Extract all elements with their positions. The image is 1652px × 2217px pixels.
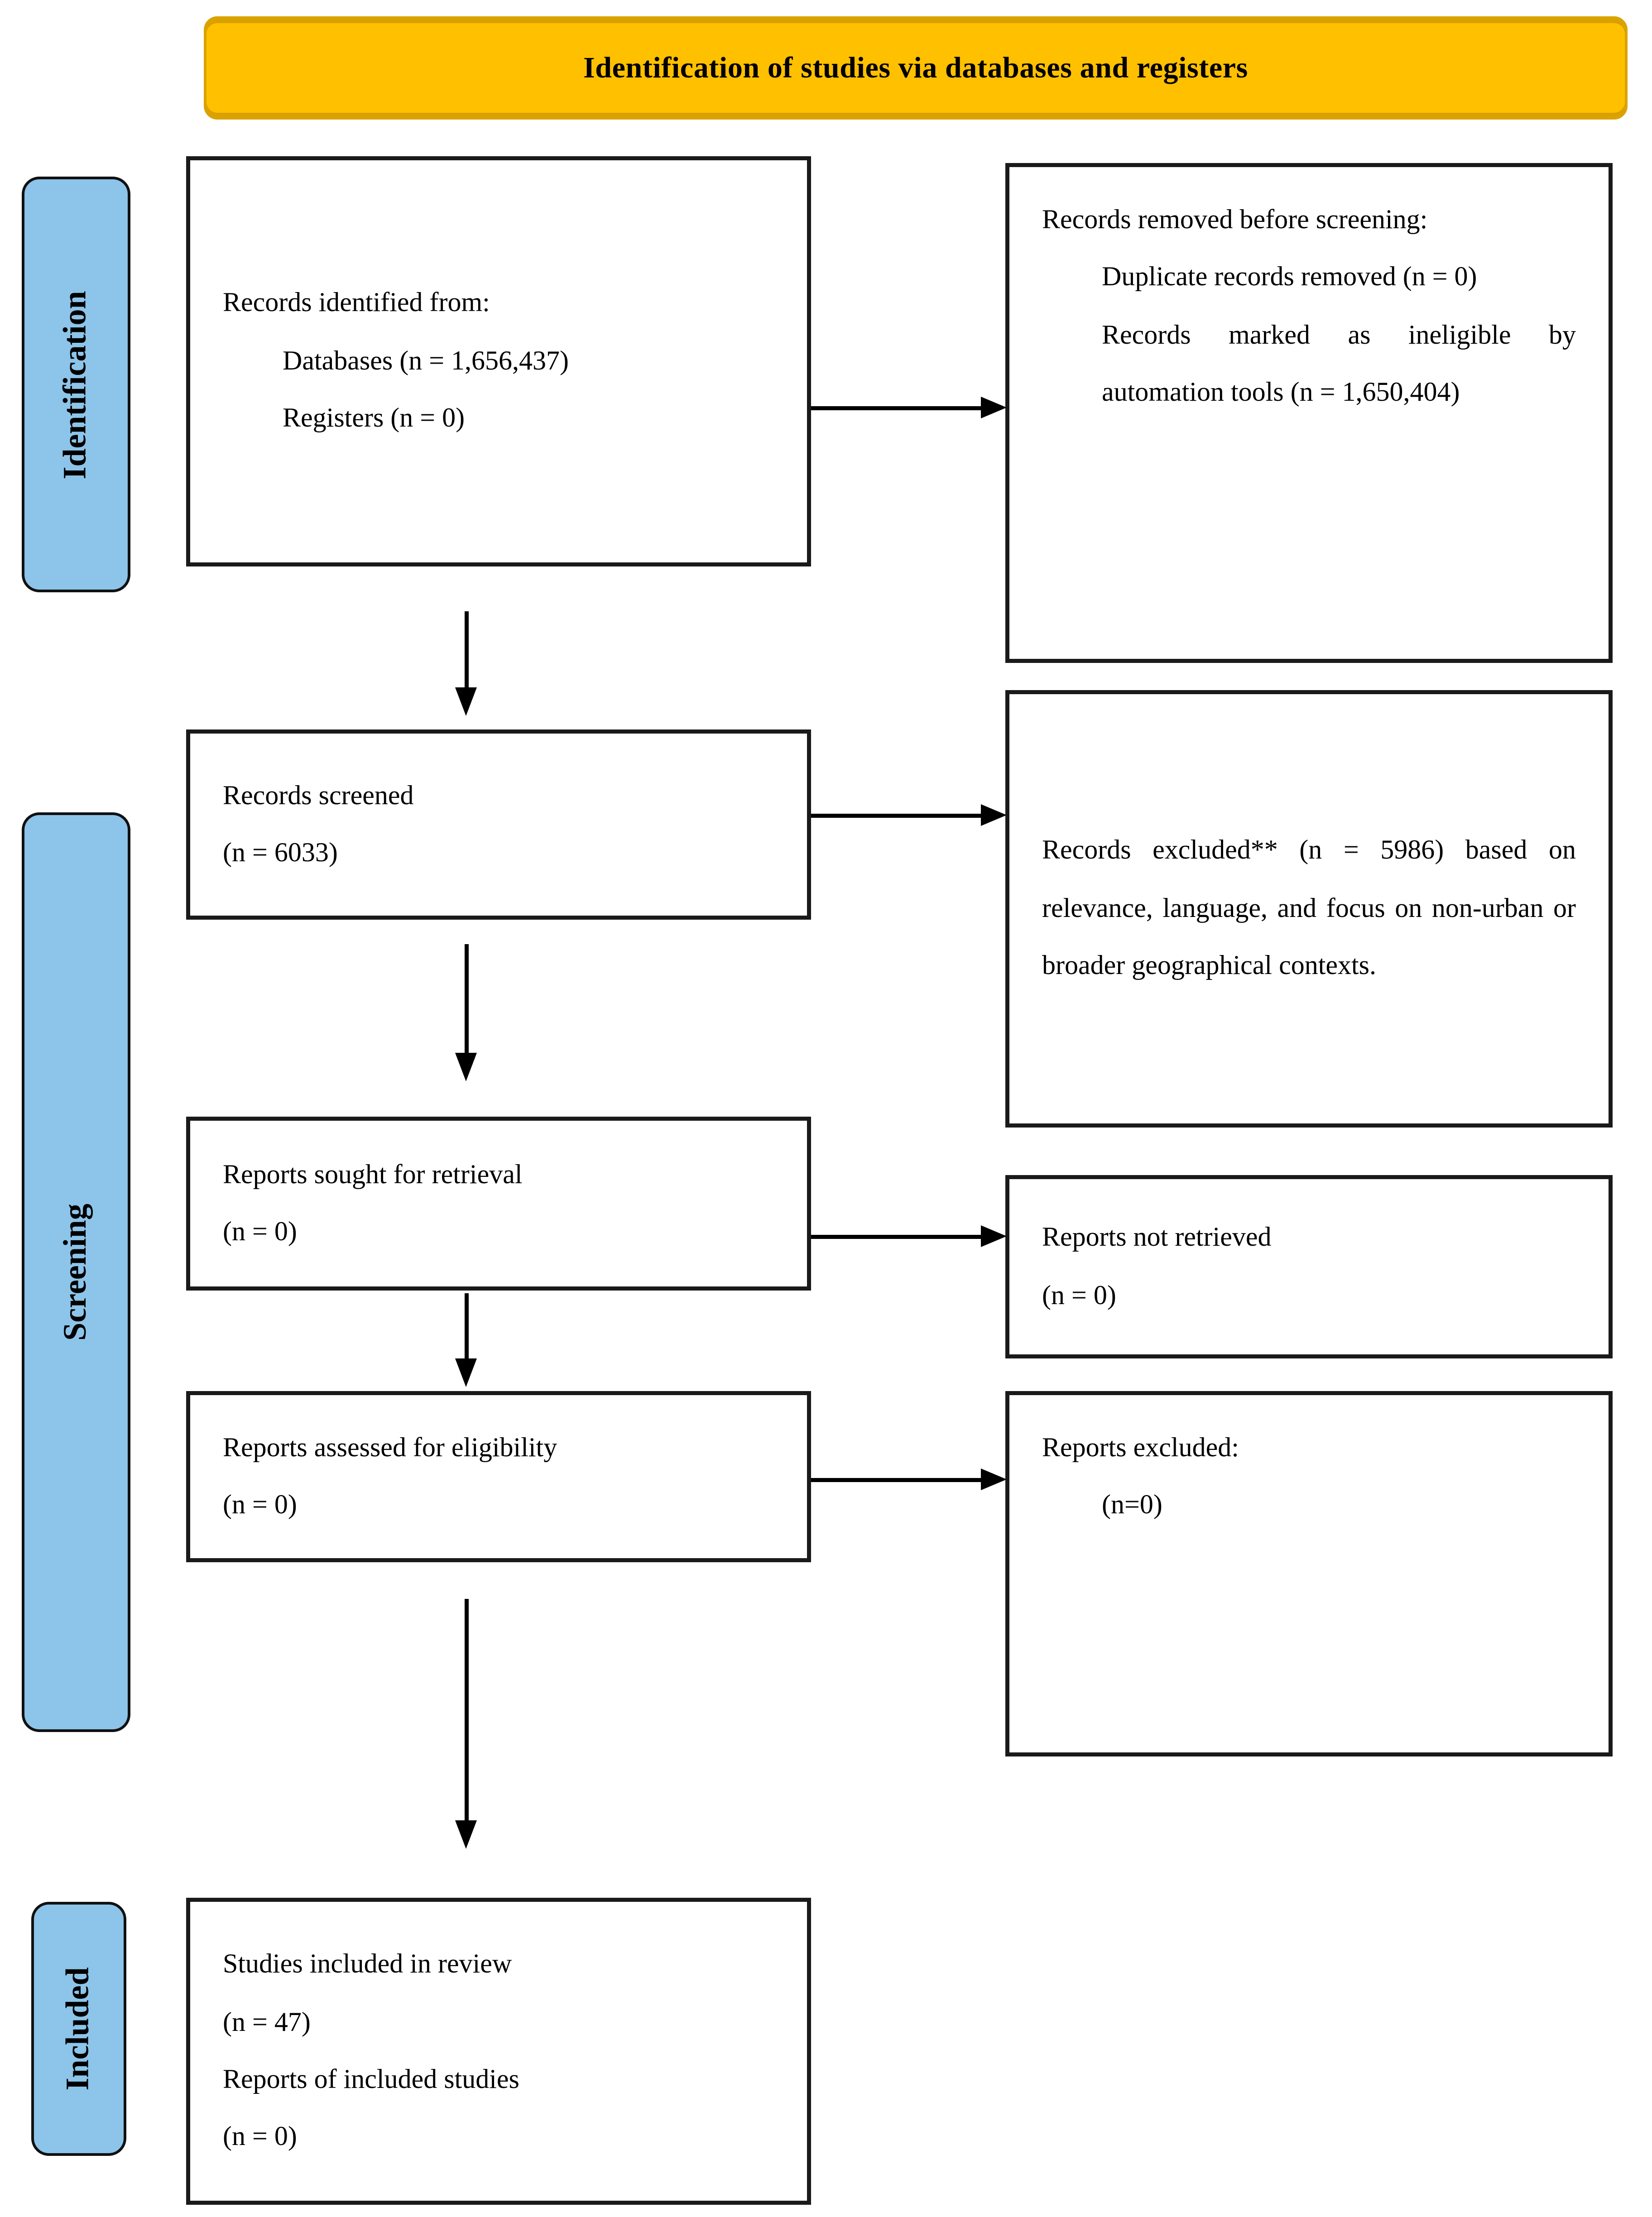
arrow-screened-to-sought-head bbox=[455, 1053, 477, 1081]
banner: Identification of studies via databases … bbox=[204, 16, 1628, 120]
box-studies-included: Studies included in review (n = 47) Repo… bbox=[186, 1898, 811, 2205]
banner-title: Identification of studies via databases … bbox=[583, 50, 1248, 84]
studies-included-line3: Reports of included studies bbox=[223, 2065, 519, 2095]
arrow-sought-to-assessed-head bbox=[455, 1358, 477, 1387]
box-records-identified: Records identified from: Databases (n = … bbox=[186, 156, 811, 566]
phase-label-screening-text: Screening bbox=[58, 1204, 93, 1341]
records-screened-line1: Records screened bbox=[223, 780, 414, 811]
records-removed-title: Records removed before screening: bbox=[1042, 205, 1428, 235]
arrow-identified-to-removed-stem bbox=[811, 406, 981, 410]
box-reports-assessed: Reports assessed for eligibility (n = 0) bbox=[186, 1391, 811, 1562]
reports-assessed-line1: Reports assessed for eligibility bbox=[223, 1432, 557, 1463]
box-reports-excluded: Reports excluded: (n=0) bbox=[1005, 1391, 1613, 1756]
arrow-sought-to-notretrieved-stem bbox=[811, 1235, 981, 1238]
arrow-identified-to-screened-head bbox=[455, 687, 477, 716]
arrow-screened-to-sought-stem bbox=[465, 944, 468, 1054]
arrow-assessed-to-included-head bbox=[455, 1820, 477, 1849]
reports-not-retrieved-line1: Reports not retrieved bbox=[1042, 1223, 1272, 1253]
phase-label-screening: Screening bbox=[22, 812, 130, 1732]
reports-excluded-title: Reports excluded: bbox=[1042, 1433, 1239, 1463]
records-identified-title: Records identified from: bbox=[223, 288, 490, 319]
reports-sought-line1: Reports sought for retrieval bbox=[223, 1159, 523, 1190]
reports-sought-line2: (n = 0) bbox=[223, 1217, 297, 1247]
arrow-assessed-to-included-stem bbox=[465, 1599, 468, 1822]
studies-included-line2: (n = 47) bbox=[223, 2007, 311, 2037]
box-records-screened: Records screened (n = 6033) bbox=[186, 729, 811, 920]
records-removed-duplicates: Duplicate records removed (n = 0) bbox=[1102, 263, 1477, 293]
phase-label-identification: Identification bbox=[22, 177, 130, 592]
records-screened-line2: (n = 6033) bbox=[223, 838, 338, 868]
arrow-assessed-to-repexcluded-head bbox=[981, 1468, 1007, 1490]
records-identified-databases: Databases (n = 1,656,437) bbox=[283, 346, 569, 376]
records-removed-automation: Records marked as ineligible by automati… bbox=[1102, 320, 1576, 408]
arrow-sought-to-assessed-stem bbox=[465, 1293, 468, 1360]
studies-included-line1: Studies included in review bbox=[223, 1949, 512, 1980]
arrow-screened-to-excluded-stem bbox=[811, 814, 981, 817]
box-reports-sought: Reports sought for retrieval (n = 0) bbox=[186, 1117, 811, 1291]
reports-excluded-count: (n=0) bbox=[1102, 1491, 1162, 1521]
records-excluded-text: Records excluded** (n = 5986) based on r… bbox=[1042, 836, 1576, 981]
reports-assessed-line2: (n = 0) bbox=[223, 1490, 297, 1520]
box-records-excluded: Records excluded** (n = 5986) based on r… bbox=[1005, 690, 1613, 1128]
phase-label-included-text: Included bbox=[60, 1967, 96, 2091]
box-records-removed: Records removed before screening: Duplic… bbox=[1005, 163, 1613, 663]
phase-label-included: Included bbox=[31, 1902, 126, 2156]
arrow-sought-to-notretrieved-head bbox=[981, 1225, 1007, 1247]
arrow-identified-to-removed-head bbox=[981, 397, 1007, 418]
phase-label-identification-text: Identification bbox=[58, 290, 93, 479]
arrow-screened-to-excluded-head bbox=[981, 804, 1007, 826]
records-identified-registers: Registers (n = 0) bbox=[283, 403, 465, 434]
reports-not-retrieved-line2: (n = 0) bbox=[1042, 1280, 1116, 1310]
box-reports-not-retrieved: Reports not retrieved (n = 0) bbox=[1005, 1175, 1613, 1358]
arrow-assessed-to-repexcluded-stem bbox=[811, 1478, 981, 1482]
studies-included-line4: (n = 0) bbox=[223, 2122, 297, 2153]
arrow-identified-to-screened-stem bbox=[465, 611, 468, 689]
